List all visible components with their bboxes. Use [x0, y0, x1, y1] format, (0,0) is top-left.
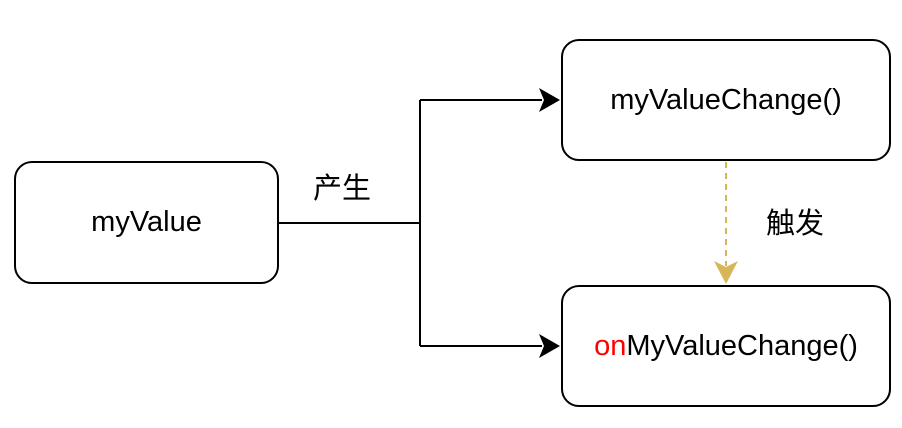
arrowhead-to-change: [539, 88, 560, 112]
node-my-value: myValue: [14, 161, 279, 284]
node-value-change: myValueChange(): [561, 39, 891, 161]
trigger-arrowhead: [714, 261, 738, 284]
edge-label-trigger: 触发: [766, 208, 825, 240]
arrowhead-to-onchange: [539, 334, 560, 358]
node-on-value-change-prefix: on: [594, 329, 627, 362]
node-value-change-label: myValueChange(): [610, 83, 842, 116]
node-on-value-change-label: MyValueChange(): [626, 329, 858, 362]
node-my-value-label: myValue: [91, 206, 202, 238]
edge-label-produce: 产生: [313, 173, 372, 205]
